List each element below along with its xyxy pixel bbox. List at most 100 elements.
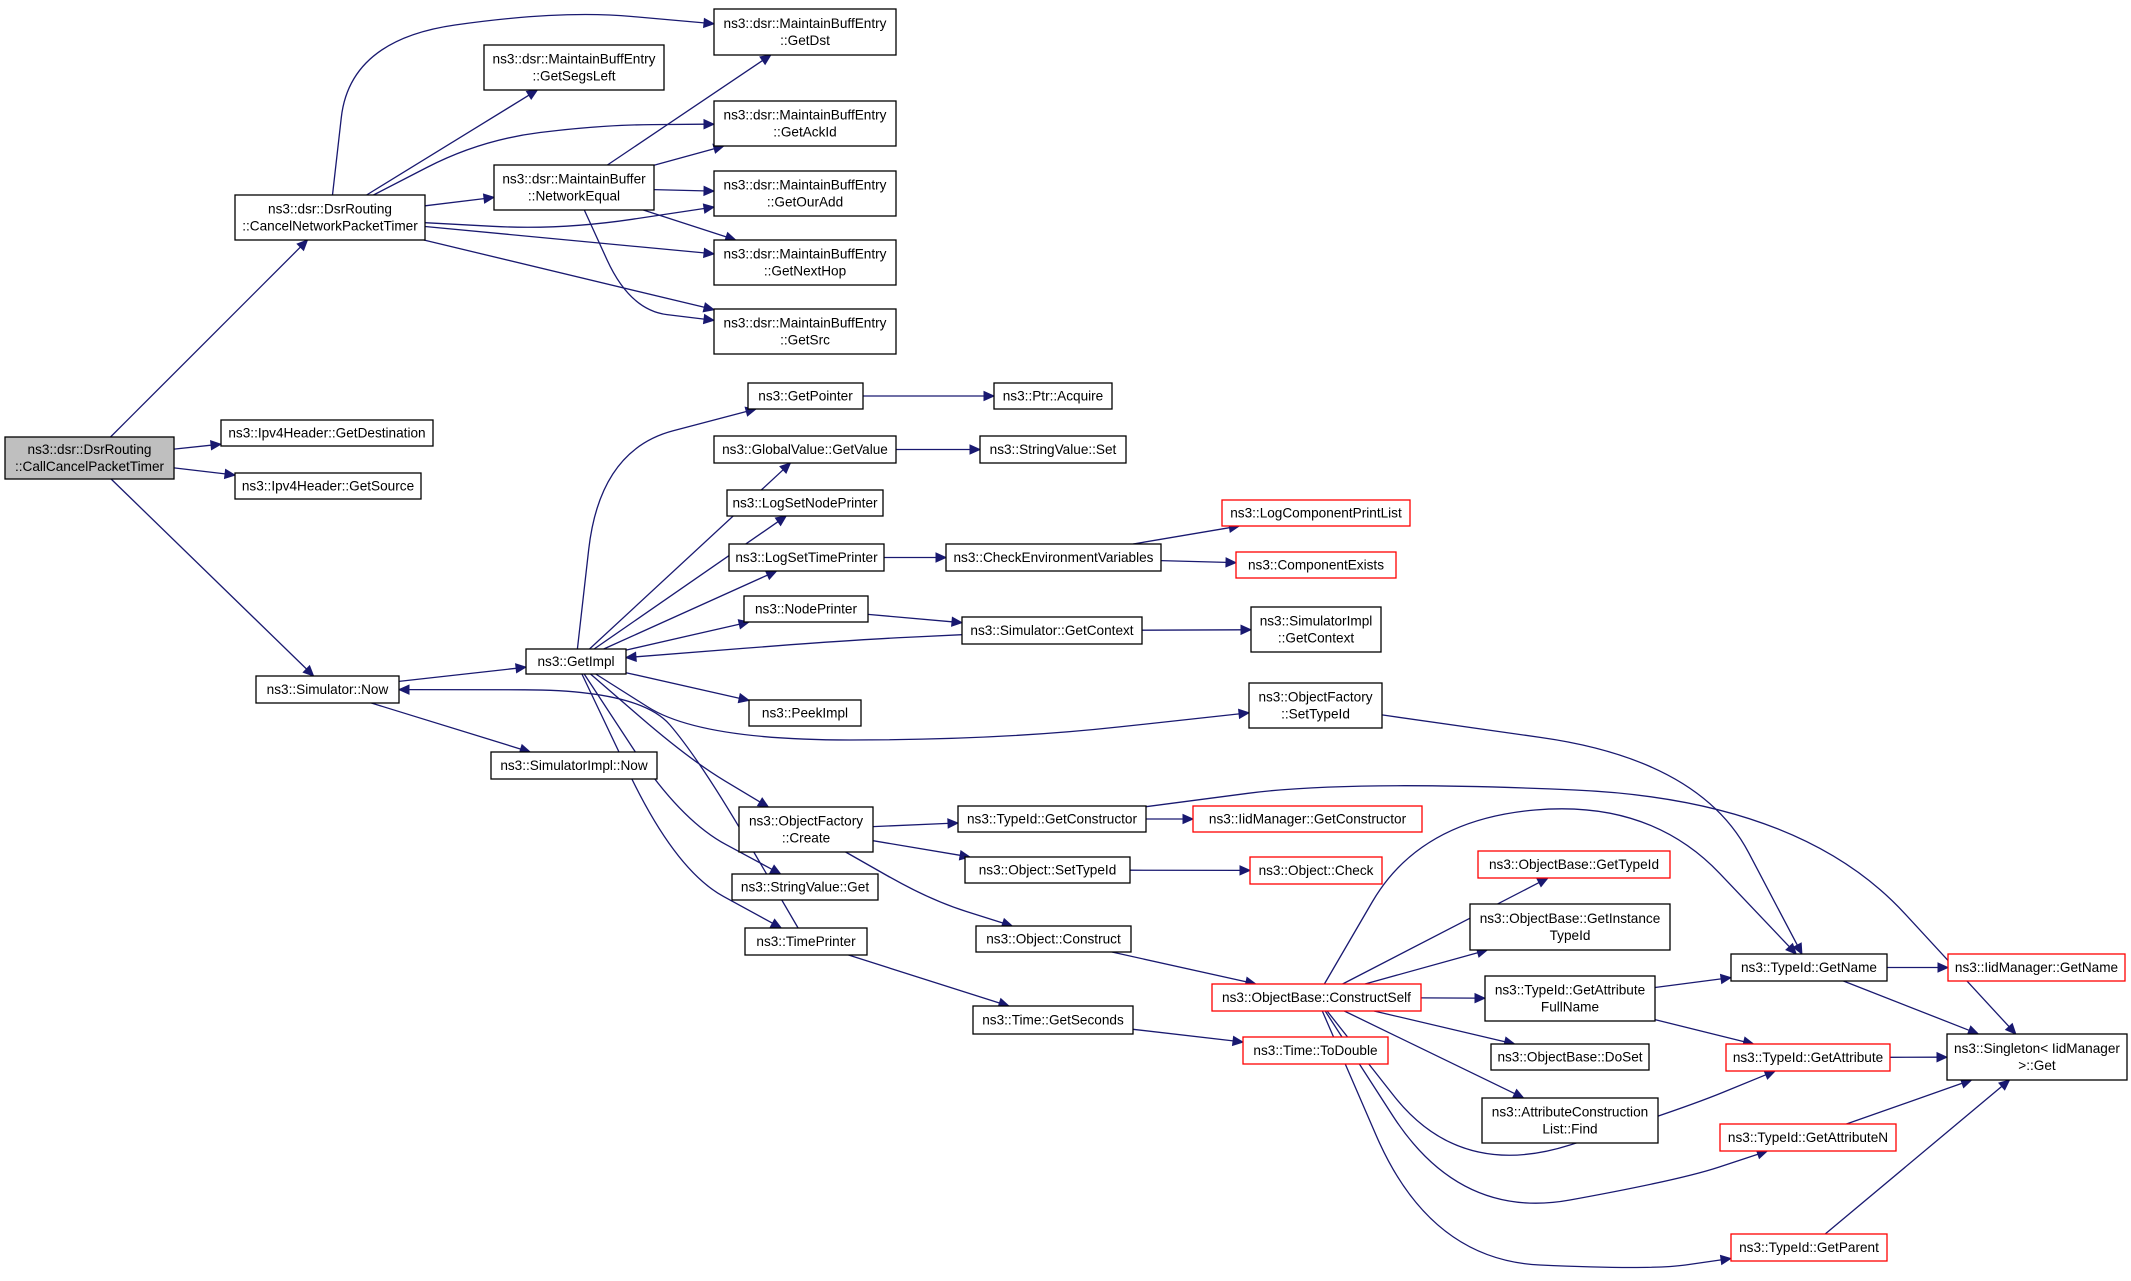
node-net-equal[interactable]: ns3::dsr::MaintainBuffer::NetworkEqual xyxy=(493,164,655,211)
node-ptr-acquire[interactable]: ns3::Ptr::Acquire xyxy=(993,382,1113,410)
arrowhead-icon xyxy=(1240,624,1253,636)
node-label: ns3::TypeId::GetParent xyxy=(1739,1240,1879,1255)
node-label: ns3::ObjectBase::ConstructSelf xyxy=(1222,990,1411,1005)
node-ob-doset[interactable]: ns3::ObjectBase::DoSet xyxy=(1490,1043,1650,1071)
node-label: ns3::TypeId::GetName xyxy=(1741,960,1877,975)
node-label: ns3::dsr::MaintainBuffEntry xyxy=(724,108,887,123)
node-box xyxy=(713,435,897,464)
node-simimpl-getctx[interactable]: ns3::SimulatorImpl::GetContext xyxy=(1250,606,1382,653)
node-get-source[interactable]: ns3::Ipv4Header::GetSource xyxy=(234,472,422,500)
edge-call_cancel-to-cancel_net xyxy=(110,239,309,438)
node-sv-set[interactable]: ns3::StringValue::Set xyxy=(979,435,1127,464)
node-box xyxy=(744,927,868,956)
node-obj-settypeid[interactable]: ns3::Object::SetTypeId xyxy=(964,856,1131,884)
node-obj-check[interactable]: ns3::Object::Check xyxy=(1249,856,1383,885)
node-of-create[interactable]: ns3::ObjectFactory::Create xyxy=(738,806,874,853)
node-iid-getname[interactable]: ns3::IidManager::GetName xyxy=(1947,953,2126,982)
node-simimpl-now[interactable]: ns3::SimulatorImpl::Now xyxy=(490,751,658,780)
node-label: ns3::ComponentExists xyxy=(1248,558,1384,573)
node-gv-getvalue[interactable]: ns3::GlobalValue::GetValue xyxy=(713,435,897,464)
node-time-getsec[interactable]: ns3::Time::GetSeconds xyxy=(972,1005,1134,1035)
node-sv-get[interactable]: ns3::StringValue::Get xyxy=(731,873,879,901)
node-iid-getctor[interactable]: ns3::IidManager::GetConstructor xyxy=(1192,805,1423,833)
node-sim-now[interactable]: ns3::Simulator::Now xyxy=(255,675,400,704)
edge-get_impl-to-of_settypeid xyxy=(595,673,1251,741)
node-ob-gettypeid[interactable]: ns3::ObjectBase::GetTypeId xyxy=(1477,850,1671,879)
node-box xyxy=(1484,975,1656,1022)
node-tid-getparent[interactable]: ns3::TypeId::GetParent xyxy=(1730,1233,1888,1262)
node-box xyxy=(728,543,885,572)
node-box xyxy=(490,751,658,780)
node-segs-left[interactable]: ns3::dsr::MaintainBuffEntry::GetSegsLeft xyxy=(483,44,665,91)
node-box xyxy=(713,100,897,147)
arrowhead-icon xyxy=(1536,877,1549,888)
arrowhead-icon xyxy=(779,462,792,475)
node-box xyxy=(993,382,1113,410)
node-log-time[interactable]: ns3::LogSetTimePrinter xyxy=(728,543,885,572)
node-label: ns3::IidManager::GetConstructor xyxy=(1209,812,1407,827)
node-log-comp-list[interactable]: ns3::LogComponentPrintList xyxy=(1221,499,1411,527)
edge-tid_getparent-to-singleton_get xyxy=(1824,1079,2011,1235)
node-tid-getattr[interactable]: ns3::TypeId::GetAttribute xyxy=(1725,1043,1891,1072)
arrowhead-icon xyxy=(774,515,788,527)
arrowhead-icon xyxy=(1937,962,1950,973)
node-box xyxy=(964,856,1131,884)
edge-sim_getctx-to-get_impl xyxy=(624,634,963,663)
node-box xyxy=(713,308,897,355)
node-peek-impl[interactable]: ns3::PeekImpl xyxy=(748,699,862,727)
node-get-ouradd[interactable]: ns3::dsr::MaintainBuffEntry::GetOurAdd xyxy=(713,170,897,217)
node-comp-exists[interactable]: ns3::ComponentExists xyxy=(1235,551,1397,579)
node-get-dst[interactable]: ns3::dsr::MaintainBuffEntry::GetDst xyxy=(713,8,897,56)
edge-line xyxy=(424,197,485,207)
node-tid-getctor[interactable]: ns3::TypeId::GetConstructor xyxy=(957,805,1147,833)
node-call-cancel[interactable]: ns3::dsr::DsrRouting::CallCancelPacketTi… xyxy=(4,436,175,480)
node-label: ns3::AttributeConstruction xyxy=(1492,1105,1648,1120)
edge-line xyxy=(1132,1028,1234,1042)
node-log-node[interactable]: ns3::LogSetNodePrinter xyxy=(726,489,884,517)
node-label: ns3::Simulator::Now xyxy=(267,682,389,697)
arrowhead-icon xyxy=(764,570,778,581)
node-box xyxy=(713,170,897,217)
edge-tid_attrfull-to-tid_getattr xyxy=(1654,1018,1755,1047)
node-ob-construct-self[interactable]: ns3::ObjectBase::ConstructSelf xyxy=(1211,983,1422,1012)
arrowhead-icon xyxy=(703,118,716,130)
edge-line xyxy=(593,521,779,650)
node-time-printer[interactable]: ns3::TimePrinter xyxy=(744,927,868,956)
node-get-nexthop[interactable]: ns3::dsr::MaintainBuffEntry::GetNextHop xyxy=(713,239,897,286)
arrowhead-icon xyxy=(515,663,528,674)
node-label: ns3::IidManager::GetName xyxy=(1955,960,2118,975)
node-tid-getattrn[interactable]: ns3::TypeId::GetAttributeN xyxy=(1719,1123,1897,1152)
node-get-dest[interactable]: ns3::Ipv4Header::GetDestination xyxy=(220,419,434,447)
node-check-env[interactable]: ns3::CheckEnvironmentVariables xyxy=(945,543,1162,572)
node-box xyxy=(961,616,1143,645)
edge-get_impl-to-of_create xyxy=(590,673,770,808)
node-time-todouble[interactable]: ns3::Time::ToDouble xyxy=(1242,1036,1389,1065)
node-sim-getctx[interactable]: ns3::Simulator::GetContext xyxy=(961,616,1143,645)
node-singleton-get[interactable]: ns3::Singleton< IidManager>::Get xyxy=(1946,1033,2128,1081)
node-label: ns3::ObjectFactory xyxy=(1258,690,1372,705)
edge-line xyxy=(110,478,307,670)
node-get-pointer[interactable]: ns3::GetPointer xyxy=(747,382,864,410)
edge-line xyxy=(1323,808,1790,985)
node-get-ackid[interactable]: ns3::dsr::MaintainBuffEntry::GetAckId xyxy=(713,100,897,147)
node-obj-construct[interactable]: ns3::Object::Construct xyxy=(975,925,1132,953)
node-cancel-net[interactable]: ns3::dsr::DsrRouting::CancelNetworkPacke… xyxy=(234,194,426,241)
node-of-settypeid[interactable]: ns3::ObjectFactory::SetTypeId xyxy=(1248,682,1383,729)
edge-cancel_net-to-get_src xyxy=(423,239,716,313)
node-get-impl[interactable]: ns3::GetImpl xyxy=(525,648,627,675)
node-get-src[interactable]: ns3::dsr::MaintainBuffEntry::GetSrc xyxy=(713,308,897,355)
arrowhead-icon xyxy=(768,864,782,875)
edge-net_equal-to-get_src xyxy=(583,209,716,325)
edge-cancel_net-to-segs_left xyxy=(366,89,539,196)
node-box xyxy=(743,595,869,623)
node-tid-getname[interactable]: ns3::TypeId::GetName xyxy=(1730,953,1888,982)
node-label: ns3::TypeId::GetAttribute xyxy=(1733,1050,1883,1065)
node-node-printer[interactable]: ns3::NodePrinter xyxy=(743,595,869,623)
edge-line xyxy=(1132,527,1230,545)
node-label: ::CallCancelPacketTimer xyxy=(15,459,165,474)
edge-line xyxy=(1364,952,1478,985)
node-label: ns3::Singleton< IidManager xyxy=(1954,1041,2120,1056)
